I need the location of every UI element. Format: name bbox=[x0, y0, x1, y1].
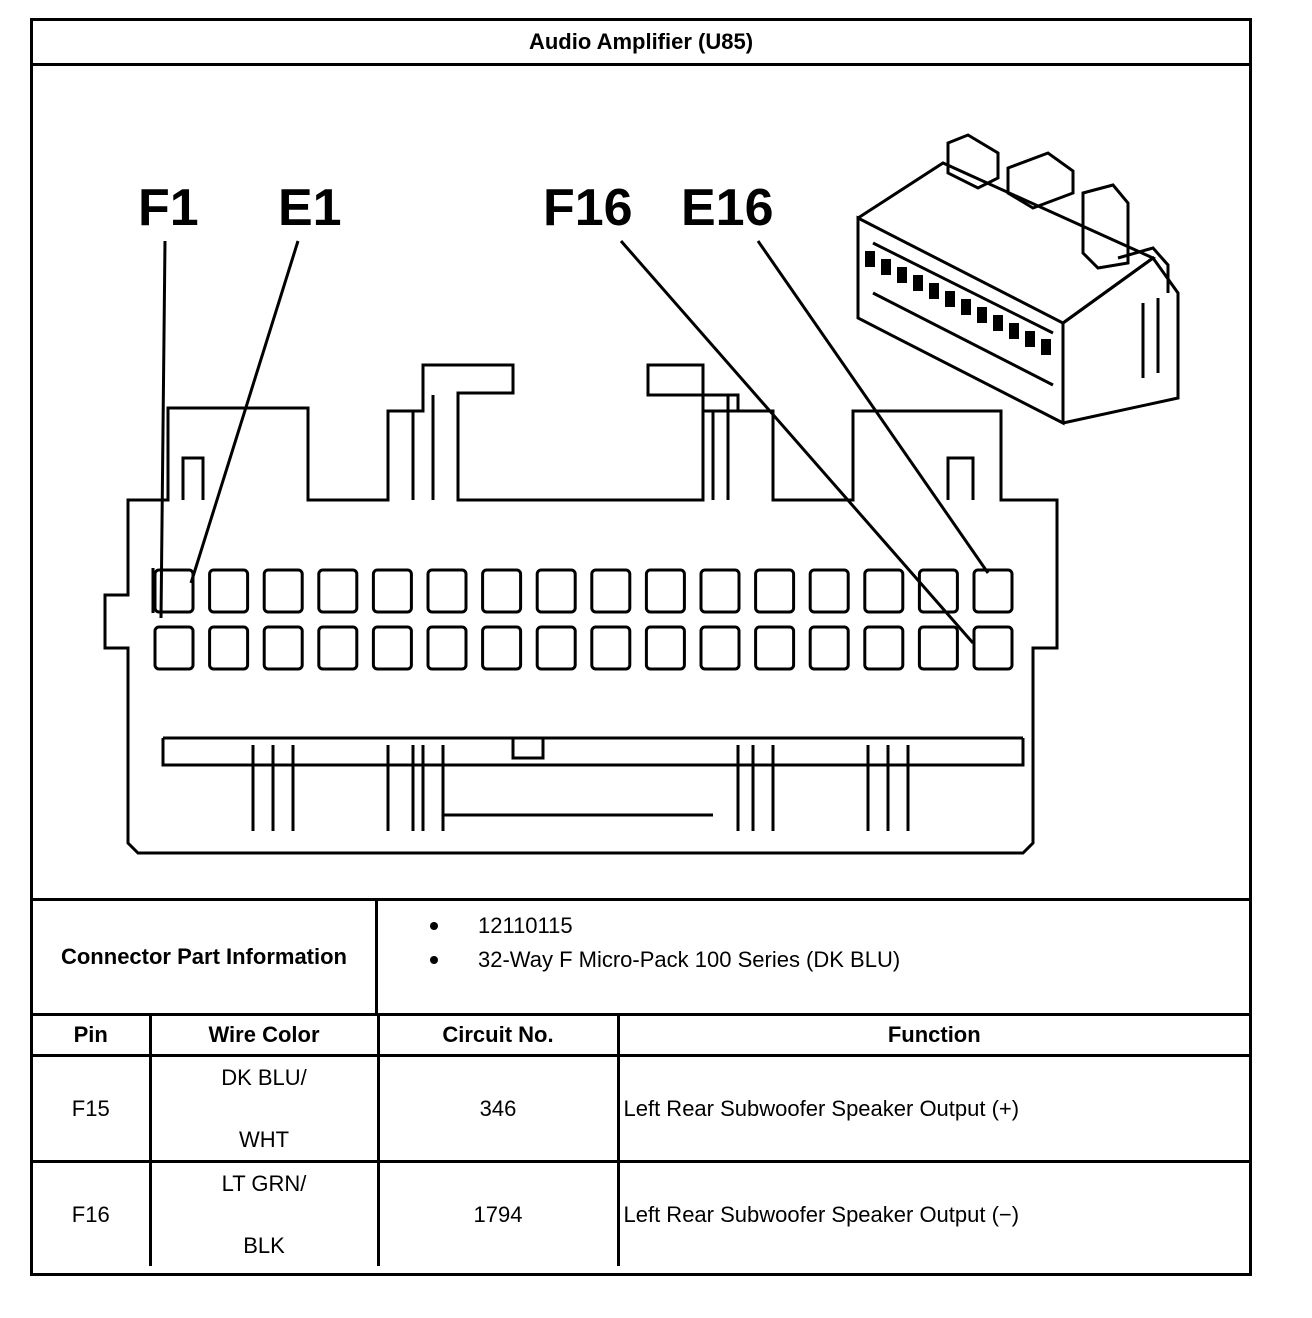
pin-cavity bbox=[426, 625, 468, 671]
pin-label-f16: F16 bbox=[543, 179, 633, 237]
page-title: Audio Amplifier (U85) bbox=[33, 21, 1249, 66]
e16-leader bbox=[756, 240, 990, 574]
bottom-ribs bbox=[251, 745, 910, 831]
pin-cavity bbox=[208, 625, 250, 671]
circuit-cell: 1794 bbox=[376, 1160, 620, 1266]
connector-3d-cavities bbox=[865, 251, 1051, 355]
connector-part-info: Connector Part Information 12110115 32-W… bbox=[33, 898, 1249, 1016]
pin-table: Pin Wire Color Circuit No. Function F15 … bbox=[33, 1016, 1249, 1266]
function-cell: Left Rear Subwoofer Speaker Output (+) bbox=[616, 1054, 1249, 1163]
pin-cavity bbox=[644, 625, 686, 671]
table-row: F15 DK BLU/WHT 346 Left Rear Subwoofer S… bbox=[33, 1054, 1249, 1163]
header-circuit: Circuit No. bbox=[376, 1016, 620, 1057]
part-info-item: 12110115 bbox=[430, 909, 1249, 943]
pin-cavity bbox=[917, 625, 959, 671]
pin-cavity bbox=[917, 568, 959, 614]
lower-skirt bbox=[161, 736, 1025, 767]
left-latch-tab bbox=[181, 456, 205, 500]
part-info-label: Connector Part Information bbox=[33, 901, 378, 1013]
f16-leader bbox=[619, 240, 975, 644]
pin-cavity bbox=[535, 625, 577, 671]
bottom-cavity-row bbox=[153, 625, 1014, 671]
pin-cavity bbox=[262, 625, 304, 671]
pin-label-f1: F1 bbox=[138, 179, 199, 237]
e1-leader bbox=[189, 240, 300, 584]
keying-notch bbox=[511, 738, 545, 760]
pin-cavity bbox=[644, 568, 686, 614]
pin-cavity bbox=[972, 625, 1014, 671]
f1-leader bbox=[159, 240, 167, 619]
pin-label-e1: E1 bbox=[278, 179, 342, 237]
function-cell: Left Rear Subwoofer Speaker Output (−) bbox=[616, 1160, 1249, 1266]
circuit-cell: 346 bbox=[376, 1054, 620, 1163]
pin-cavity bbox=[481, 625, 523, 671]
cavity-rows bbox=[153, 568, 1014, 671]
connector-drawing: F1 E1 F16 E16 bbox=[103, 133, 1180, 855]
pin-cavity bbox=[317, 568, 359, 614]
pin-cavity bbox=[208, 568, 250, 614]
header-pin: Pin bbox=[33, 1016, 152, 1057]
wire-color-cell: LT GRN/BLK bbox=[148, 1160, 380, 1266]
pin-cavity bbox=[699, 568, 741, 614]
pin-cavity bbox=[808, 568, 850, 614]
part-info-list: 12110115 32-Way F Micro-Pack 100 Series … bbox=[378, 901, 1249, 1013]
bullet-icon bbox=[430, 956, 438, 964]
pin-cavity bbox=[754, 625, 796, 671]
pin-cavity bbox=[153, 568, 195, 614]
pin-table-header: Pin Wire Color Circuit No. Function bbox=[33, 1016, 1249, 1057]
pin-cavity bbox=[262, 568, 304, 614]
pin-cavity bbox=[153, 625, 195, 671]
table-row: F16 LT GRN/BLK 1794 Left Rear Subwoofer … bbox=[33, 1160, 1249, 1266]
pin-cavity bbox=[590, 625, 632, 671]
connector-outline bbox=[103, 363, 1059, 855]
pin-cavity bbox=[371, 625, 413, 671]
diagram-frame: Audio Amplifier (U85) bbox=[30, 18, 1252, 1276]
connector-3d-illustration bbox=[856, 133, 1180, 426]
pin-cavity bbox=[699, 625, 741, 671]
connector-diagram: F1 E1 F16 E16 bbox=[33, 66, 1249, 898]
lock-rails bbox=[411, 395, 730, 500]
header-function: Function bbox=[616, 1016, 1249, 1057]
pin-cavity bbox=[481, 568, 523, 614]
pin-cavity bbox=[863, 625, 905, 671]
pin-cavity bbox=[808, 625, 850, 671]
pin-cavity bbox=[972, 568, 1014, 614]
part-info-item: 32-Way F Micro-Pack 100 Series (DK BLU) bbox=[430, 943, 1249, 977]
pin-label-e16: E16 bbox=[681, 179, 774, 237]
bullet-icon bbox=[430, 922, 438, 930]
pin-cell: F16 bbox=[33, 1160, 152, 1266]
pin-cavity bbox=[863, 568, 905, 614]
pin-cavity bbox=[535, 568, 577, 614]
right-latch-tab bbox=[946, 456, 975, 500]
pin-cavity bbox=[371, 568, 413, 614]
pin-cell: F15 bbox=[33, 1054, 152, 1163]
pin-cavity bbox=[590, 568, 632, 614]
top-cavity-row bbox=[153, 568, 1014, 614]
pin-cavity bbox=[754, 568, 796, 614]
header-wire-color: Wire Color bbox=[148, 1016, 380, 1057]
pin-cavity bbox=[426, 568, 468, 614]
pin-cavity bbox=[317, 625, 359, 671]
wire-color-cell: DK BLU/WHT bbox=[148, 1054, 380, 1163]
